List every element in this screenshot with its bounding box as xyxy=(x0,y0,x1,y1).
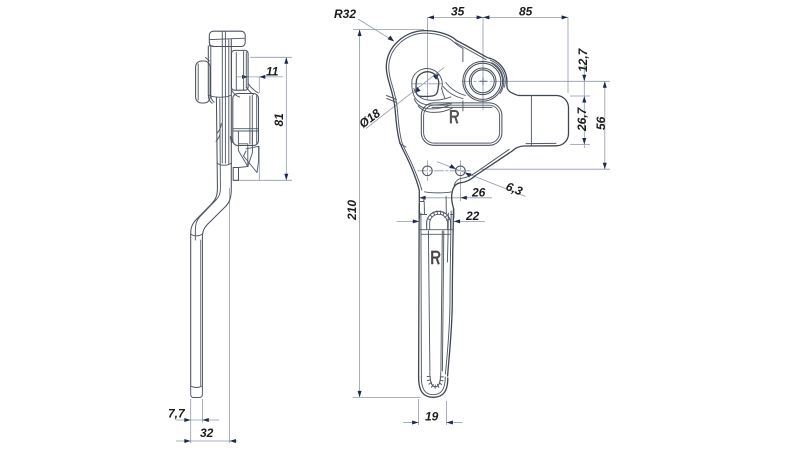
svg-text:26: 26 xyxy=(471,186,486,200)
svg-text:210: 210 xyxy=(345,200,359,221)
svg-text:7,7: 7,7 xyxy=(168,407,186,421)
svg-text:26,7: 26,7 xyxy=(575,106,589,132)
svg-text:6,3: 6,3 xyxy=(504,179,525,198)
svg-text:32: 32 xyxy=(200,426,214,440)
svg-text:56: 56 xyxy=(594,116,608,130)
svg-text:12,7: 12,7 xyxy=(576,47,590,72)
svg-text:81: 81 xyxy=(272,113,286,127)
svg-text:Ø18: Ø18 xyxy=(356,106,383,131)
svg-text:35: 35 xyxy=(451,5,465,19)
svg-text:R32: R32 xyxy=(334,7,356,21)
svg-text:11: 11 xyxy=(266,65,279,79)
svg-text:19: 19 xyxy=(425,410,439,424)
svg-text:85: 85 xyxy=(519,5,533,19)
svg-text:22: 22 xyxy=(465,209,480,223)
